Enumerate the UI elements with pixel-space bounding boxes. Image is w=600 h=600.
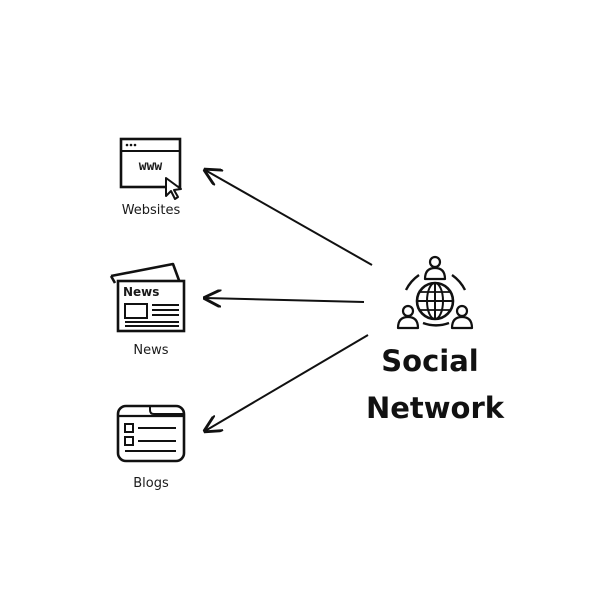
hub-title-line1: Social bbox=[381, 344, 479, 378]
arrow-to-blogs bbox=[205, 334, 369, 431]
arrow-to-news bbox=[205, 298, 365, 302]
news-icon-text: News bbox=[123, 285, 160, 299]
arrow-to-websites bbox=[205, 170, 373, 266]
node-label-websites: Websites bbox=[121, 203, 181, 218]
hub-title-line2: Network bbox=[365, 391, 505, 425]
node-label-news: News bbox=[133, 343, 169, 358]
node-label-blogs: Blogs bbox=[133, 476, 169, 491]
websites-icon-text: www bbox=[138, 159, 163, 174]
